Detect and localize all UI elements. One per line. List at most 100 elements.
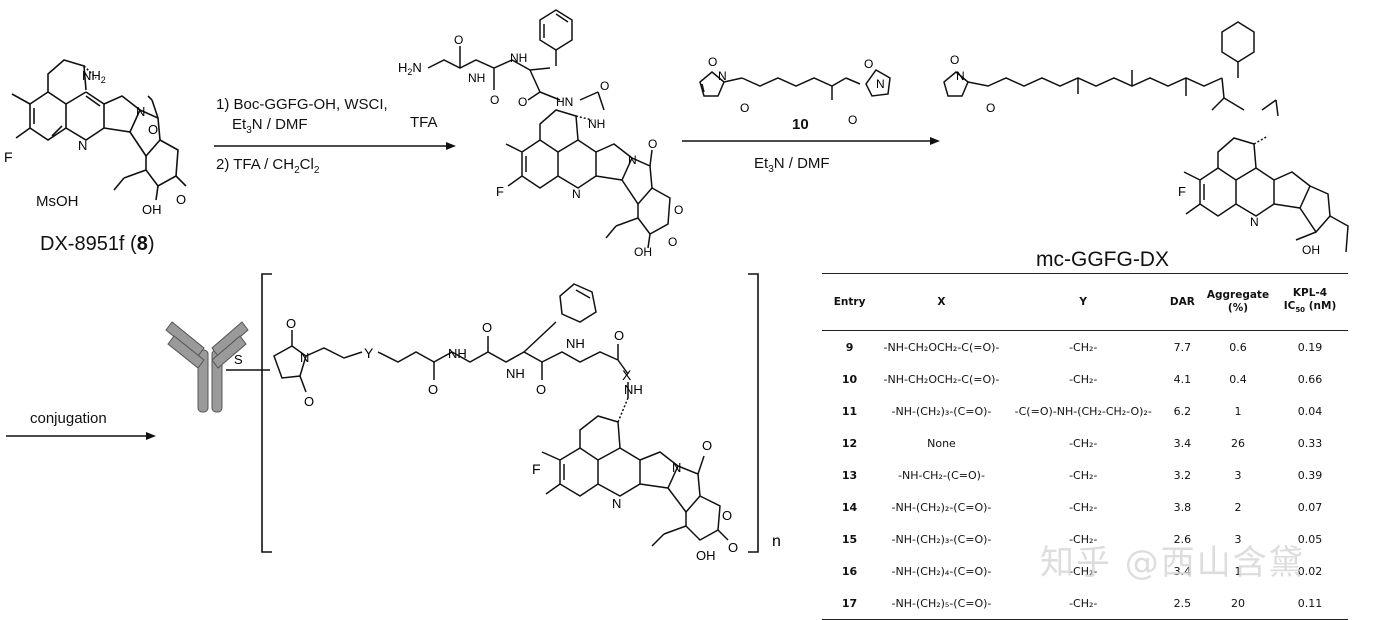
dar-cell: 3.2 xyxy=(1173,468,1192,482)
product-n-core: N xyxy=(1250,215,1259,229)
ic50-cell: 0.04 xyxy=(1297,404,1323,418)
maleimide-o-label: O xyxy=(708,55,717,69)
entry-cell: 16 xyxy=(841,564,858,578)
repeat-n-label: n xyxy=(772,533,781,550)
y-cell: -CH₂- xyxy=(1069,340,1098,354)
tfa-label: TFA xyxy=(410,114,438,131)
salt-label: MsOH xyxy=(36,193,79,210)
aggregate-cell: 3 xyxy=(1234,468,1242,482)
nitrogen-label-i4: N xyxy=(572,187,581,201)
mc-ggfg-dx-structure: N O O F N OH xyxy=(943,21,1349,257)
nhs-o-label: O xyxy=(864,57,873,71)
entry-cell: 17 xyxy=(822,587,878,620)
antibody-icon xyxy=(165,321,249,413)
dar-cell: 3.4 xyxy=(1173,436,1192,450)
x-cell: -NH-CH₂-(C=O)- xyxy=(898,468,985,482)
y-cell: -CH₂- xyxy=(1069,532,1098,546)
conjugation-arrow xyxy=(6,432,156,440)
entry-cell: 13 xyxy=(841,468,858,482)
x-linker-label: X xyxy=(622,367,632,383)
aggregate-cell: 20 xyxy=(1204,587,1272,620)
aggregate-cell: 1 xyxy=(1234,564,1242,578)
dar-cell: 2.5 xyxy=(1160,587,1205,620)
fluorine-label: F xyxy=(4,149,13,165)
compound-8-label: DX-8951f (8) xyxy=(40,233,155,255)
entry-cell: 14 xyxy=(841,500,858,514)
ic50-cell: 0.39 xyxy=(1297,468,1323,482)
x-cell: -NH-(CH₂)₃-(C=O)- xyxy=(891,532,992,546)
x-cell: -NH-(CH₂)₅-(C=O)- xyxy=(877,587,1006,620)
ic50-cell: 0.05 xyxy=(1297,532,1323,546)
nitrogen-h-label-i2: NH xyxy=(510,51,527,65)
succinimide-n-label: N xyxy=(300,350,309,365)
x-cell: -NH-(CH₂)₃-(C=O)- xyxy=(891,404,992,418)
bottom-o-3: O xyxy=(536,382,546,397)
entry-cell: 10 xyxy=(841,372,858,386)
table-row: 13 -NH-CH₂-(C=O)- -CH₂- 3.2 3 0.39 xyxy=(822,459,1348,491)
col-x: X xyxy=(937,295,946,308)
product-o-1: O xyxy=(950,53,959,67)
sulfur-label: S xyxy=(234,352,243,367)
oxygen-label-i2: O xyxy=(490,93,499,107)
y-cell: -CH₂- xyxy=(1069,436,1098,450)
hn-label-i: HN xyxy=(556,95,573,109)
maleimide-n-label: N xyxy=(718,69,727,83)
x-cell: -NH-(CH₂)₄-(C=O)- xyxy=(891,564,992,578)
x-cell: -NH-CH₂OCH₂-C(=O)- xyxy=(883,340,1000,354)
maleimide-o-label-2: O xyxy=(740,101,749,115)
oxygen-label-i3: O xyxy=(518,95,527,109)
y-cell: -CH₂- xyxy=(1069,468,1098,482)
aggregate-cell: 26 xyxy=(1230,436,1245,450)
succinimide-o-1: O xyxy=(286,316,296,331)
oxygen-label-i5: O xyxy=(648,137,657,151)
step1-reagent-line1: 1) Boc-GGFG-OH, WSCI, xyxy=(216,96,388,113)
intermediate-structure: H2N O NH O NH O HN O NH F N N O O O OH xyxy=(398,9,683,259)
reaction-arrow-1 xyxy=(214,142,456,150)
oxygen-label: O xyxy=(148,122,158,137)
product-o-2: O xyxy=(986,101,995,115)
bottom-nh-2: NH xyxy=(506,366,525,381)
bottom-nh-3: NH xyxy=(566,336,585,351)
y-linker-label: Y xyxy=(364,345,374,361)
step2-conditions: Et3N / DMF xyxy=(754,155,830,175)
nitrogen-h-label-i3: NH xyxy=(588,117,605,131)
bottom-o-4: O xyxy=(614,328,624,343)
nh2-label: NH2 xyxy=(82,68,106,85)
x-cell: -NH-CH₂OCH₂-C(=O)- xyxy=(883,372,1000,386)
h2n-label: H2N xyxy=(398,60,422,77)
nitrogen-label: N xyxy=(78,138,87,153)
bottom-o-2: O xyxy=(482,320,492,335)
bottom-n-core: N xyxy=(612,496,621,511)
dar-cell: 7.7 xyxy=(1173,340,1192,354)
x-cell: -NH-(CH₂)₂-(C=O)- xyxy=(891,500,992,514)
ic50-cell: 0.02 xyxy=(1297,564,1323,578)
oxygen-label-2: O xyxy=(176,192,186,207)
product-maleimide-n: N xyxy=(956,69,965,83)
y-cell: -CH₂- xyxy=(1005,587,1161,620)
dar-cell: 3.8 xyxy=(1173,500,1192,514)
dar-cell: 6.2 xyxy=(1173,404,1192,418)
bottom-nh-4: NH xyxy=(624,382,643,397)
aggregate-cell: 2 xyxy=(1234,500,1242,514)
bottom-o-7: O xyxy=(728,540,738,555)
nhs-n-label: N xyxy=(876,77,885,91)
hydroxyl-label-i: OH xyxy=(634,245,652,259)
fluorine-label-i: F xyxy=(496,184,504,199)
ic50-cell: 0.66 xyxy=(1297,372,1323,386)
y-cell: -CH₂- xyxy=(1069,564,1098,578)
y-cell: -C(=O)-NH-(CH₂-CH₂-O)₂- xyxy=(1014,404,1152,418)
nhs-o-label-2: O xyxy=(848,113,857,127)
adc-structure: S N O O Y O NH O NH O NH O X NH F N N O … xyxy=(165,273,781,563)
bottom-o-1: O xyxy=(428,382,438,397)
nitrogen-label-i5: N xyxy=(628,153,637,167)
reagent-10-label: 10 xyxy=(792,116,809,133)
y-cell: -CH₂- xyxy=(1069,500,1098,514)
